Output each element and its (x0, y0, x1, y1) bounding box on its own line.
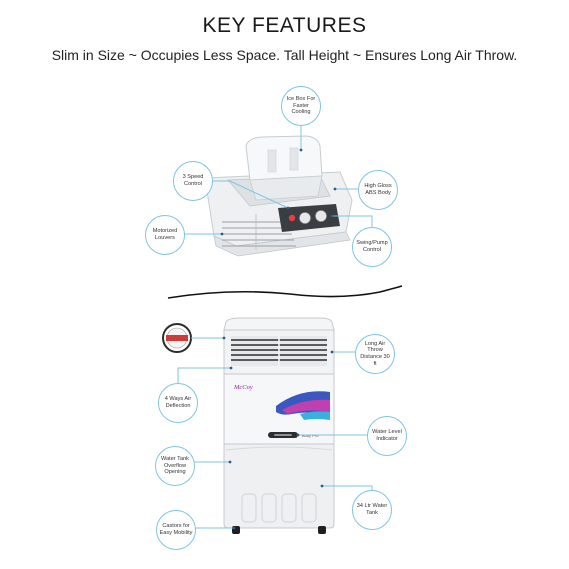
page-subtitle: Slim in Size ~ Occupies Less Space. Tall… (51, 47, 518, 63)
front-grille (231, 336, 327, 366)
certification-badge (162, 323, 192, 353)
bottom-unit-illustration: McCoy Body Pro (223, 317, 335, 534)
tank-ribs (241, 493, 317, 523)
callout-water-tank: 34 Ltr Water Tank (352, 490, 392, 530)
callout-water-level: Water Level Indicator (367, 416, 407, 456)
callout-air-deflection: 4 Ways Air Deflection (158, 383, 198, 423)
bottom-leader-dots (222, 336, 334, 530)
callout-ice-box: Ice Box For Faster Cooling (281, 86, 321, 126)
divider-wave (167, 285, 403, 299)
callout-speed-control: 3 Speed Control (173, 161, 213, 201)
callout-air-throw: Long Air Throw Distance 30 ft (355, 334, 395, 374)
callout-swing-pump: Swing/Pump Control (352, 227, 392, 267)
louvers (222, 214, 296, 250)
brand-logo: McCoy (233, 384, 253, 391)
callout-abs-body: High Gloss ABS Body (358, 170, 398, 210)
top-leader-dots (220, 148, 337, 236)
page-title: KEY FEATURES (202, 14, 367, 37)
callout-castors: Castors for Easy Mobility (156, 510, 196, 550)
castor-right (318, 526, 326, 534)
callout-overflow: Water Tank Overflow Opening (155, 446, 195, 486)
callout-motorized-louvers: Motorized Louvers (145, 215, 185, 255)
top-unit-illustration (204, 135, 353, 257)
